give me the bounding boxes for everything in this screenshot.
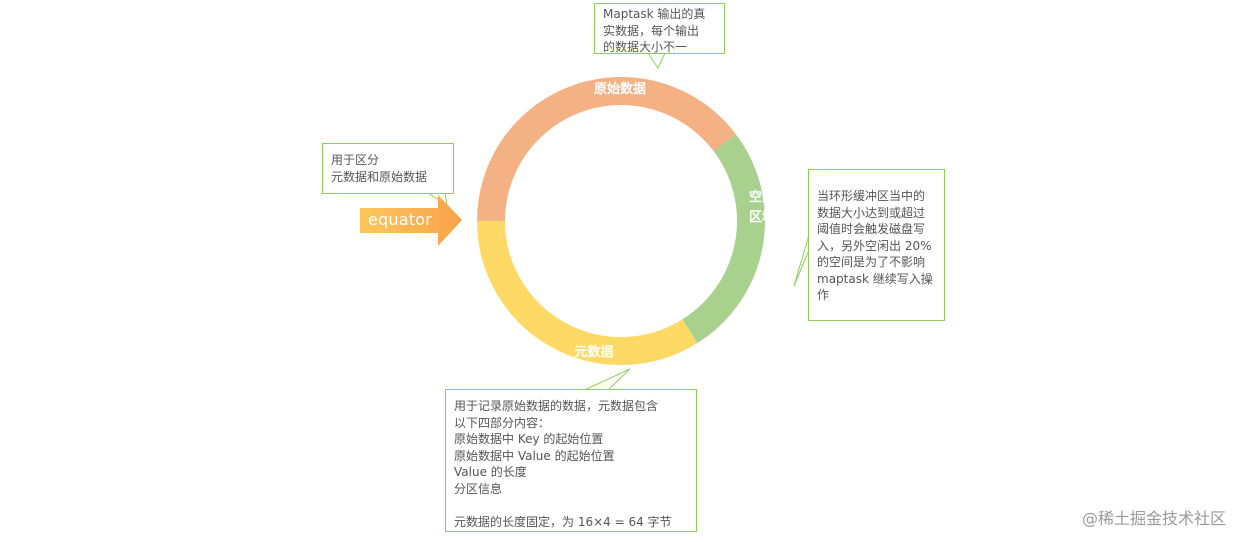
watermark: @稀土掘金技术社区 — [1081, 509, 1226, 528]
segment-label-raw-data: 原始数据 — [593, 82, 646, 97]
ring-segment-raw — [477, 77, 736, 222]
callout-idle-area: 当环形缓冲区当中的 数据大小达到或超过 阈值时会触发磁盘写 入，另外空闲出 20… — [808, 169, 945, 321]
callout-metadata: 用于记录原始数据的数据，元数据包含 以下四部分内容： 原始数据中 Key 的起始… — [445, 389, 697, 532]
equator-arrow-icon — [360, 195, 462, 246]
segment-label-idle-line1: 空闲 — [748, 190, 775, 205]
ring-segment-meta — [477, 220, 698, 365]
segment-label-idle-line2: 区域 — [748, 210, 775, 225]
segment-label-metadata: 元数据 — [574, 345, 614, 360]
callout-raw-data: Maptask 输出的真 实数据，每个输出 的数据大小不一 — [594, 3, 725, 54]
callout-pointer-right — [793, 234, 810, 287]
equator-label: equator — [368, 210, 432, 229]
ring-segment-idle — [682, 134, 765, 344]
callout-equator: 用于区分 元数据和原始数据 — [322, 143, 454, 194]
segment-label-idle-area: 空闲 区域 — [744, 188, 780, 228]
ring-segments — [477, 77, 765, 365]
